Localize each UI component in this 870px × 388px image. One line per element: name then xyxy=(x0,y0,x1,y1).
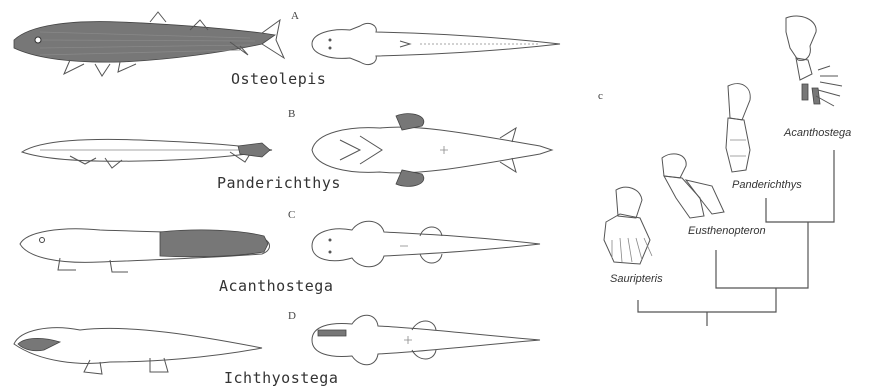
sauripteris-fin-drawing xyxy=(604,187,652,264)
panderichthys-fin-drawing xyxy=(726,84,750,172)
cladogram-panel-letter: c xyxy=(598,90,603,102)
panel-letter-b: B xyxy=(288,108,295,120)
cladogram-panel: c Sauripteris Eusthenopteron Panderichth… xyxy=(598,16,851,326)
taxon-label-eusthenopteron: Eusthenopteron xyxy=(688,225,766,237)
species-label-osteolepis: Osteolepis xyxy=(231,70,326,88)
osteolepis-dorsal-drawing xyxy=(312,24,560,65)
taxon-label-sauripteris: Sauripteris xyxy=(610,273,663,285)
taxon-label-acanthostega: Acanthostega xyxy=(783,127,851,139)
ichthyostega-lateral-drawing xyxy=(14,328,262,374)
row-osteolepis: A Osteolepis xyxy=(14,10,560,88)
panderichthys-lateral-drawing xyxy=(22,139,272,168)
tree-node-1 xyxy=(638,300,776,312)
species-label-ichthyostega: Ichthyostega xyxy=(224,369,338,387)
eusthenopteron-fin-drawing xyxy=(662,154,724,218)
panel-letter-c: C xyxy=(288,209,295,221)
panel-letter-d: D xyxy=(288,310,296,322)
panel-letter-a: A xyxy=(291,10,299,22)
row-panderichthys: B Panderichthys xyxy=(22,108,552,192)
panderichthys-dorsal-drawing xyxy=(312,114,552,187)
acanthostega-limb-drawing xyxy=(786,16,842,106)
ichthyostega-dorsal-drawing xyxy=(312,315,540,365)
osteolepis-lateral-drawing xyxy=(14,12,284,76)
taxon-label-panderichthys: Panderichthys xyxy=(732,179,802,191)
acanthostega-dorsal-drawing xyxy=(312,221,540,267)
species-label-panderichthys: Panderichthys xyxy=(217,174,341,192)
tree-node-2 xyxy=(716,250,808,288)
species-label-acanthostega: Acanthostega xyxy=(219,277,333,295)
acanthostega-lateral-drawing xyxy=(20,229,270,272)
row-ichthyostega: D Ichthyostega xyxy=(14,310,540,387)
row-acanthostega: C Acanthostega xyxy=(20,209,540,295)
